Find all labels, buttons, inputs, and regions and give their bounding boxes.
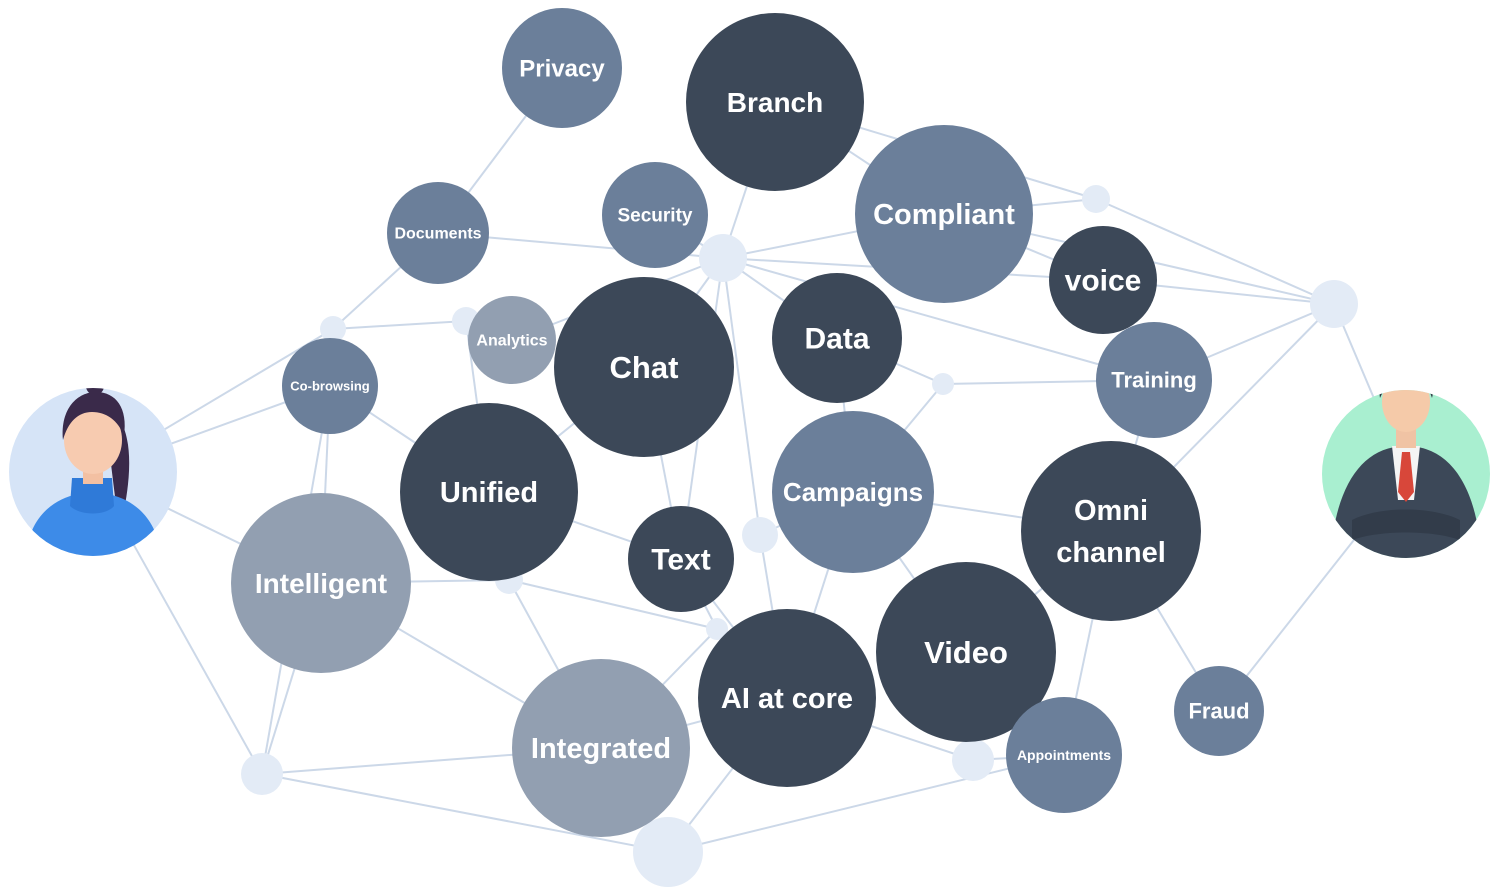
connector-node bbox=[706, 618, 728, 640]
bubble-circle bbox=[686, 13, 864, 191]
bubble-circle bbox=[1049, 226, 1157, 334]
bubble-circle bbox=[1021, 441, 1201, 621]
bubble-circle bbox=[772, 411, 934, 573]
connector-node bbox=[742, 517, 778, 553]
connection-line bbox=[332, 320, 467, 330]
bubble-label: Privacy bbox=[519, 55, 605, 82]
bubble-label: Documents bbox=[394, 226, 481, 243]
bubble-circle bbox=[1096, 322, 1212, 438]
connection-line bbox=[261, 773, 669, 853]
bubble-label: Fraud bbox=[1188, 699, 1249, 724]
bubble-circle bbox=[855, 125, 1033, 303]
connector-node bbox=[952, 739, 994, 781]
bubble-label: Unified bbox=[440, 477, 538, 509]
bubble-circle bbox=[502, 8, 622, 128]
bubble-circle bbox=[282, 338, 378, 434]
bubble-integrated: Integrated bbox=[512, 659, 690, 837]
bubble-intelligent: Intelligent bbox=[231, 493, 411, 673]
bubble-circle bbox=[876, 562, 1056, 742]
connector-node bbox=[1310, 280, 1358, 328]
bubble-privacy: Privacy bbox=[502, 8, 622, 128]
bubble-circle bbox=[1174, 666, 1264, 756]
bubble-label: Analytics bbox=[476, 333, 547, 350]
woman-avatar-icon bbox=[25, 388, 162, 556]
bubble-circle bbox=[628, 506, 734, 612]
connection-line bbox=[1095, 198, 1335, 305]
bubble-appointments: Appointments bbox=[1006, 697, 1122, 813]
bubble-label: Security bbox=[618, 206, 693, 227]
bubble-documents: Documents bbox=[387, 182, 489, 284]
bubble-circle bbox=[231, 493, 411, 673]
bubble-label: Video bbox=[924, 635, 1008, 670]
connector-node bbox=[241, 753, 283, 795]
bubble-circle bbox=[512, 659, 690, 837]
connection-line bbox=[722, 257, 1155, 381]
bubble-text: Text bbox=[628, 506, 734, 612]
bubble-circle bbox=[698, 609, 876, 787]
bubble-label: Text bbox=[651, 544, 710, 577]
bubble-label: Omni bbox=[1074, 495, 1148, 527]
bubble-label: AI at core bbox=[721, 683, 853, 715]
bubble-circle bbox=[468, 296, 556, 384]
bubble-label: Intelligent bbox=[255, 568, 387, 599]
customer-avatar bbox=[9, 388, 177, 556]
bubble-label: Appointments bbox=[1017, 747, 1111, 763]
connection-line bbox=[722, 257, 761, 536]
bubble-compliant: Compliant bbox=[855, 125, 1033, 303]
bubble-unified: Unified bbox=[400, 403, 578, 581]
connector-node bbox=[1082, 185, 1110, 213]
bubble-label: Chat bbox=[610, 350, 679, 385]
bubble-label: Branch bbox=[727, 87, 823, 118]
bubble-label: Integrated bbox=[531, 733, 671, 765]
agent-avatar bbox=[1322, 390, 1490, 558]
bubble-branch: Branch bbox=[686, 13, 864, 191]
bubble-circle bbox=[772, 273, 902, 403]
bubble-label: Data bbox=[804, 323, 869, 356]
bubble-omni-channel: Omni channel bbox=[1021, 441, 1201, 621]
bubble-circle bbox=[554, 277, 734, 457]
connector-node bbox=[320, 316, 346, 342]
bubble-label: channel bbox=[1056, 537, 1166, 569]
bubble-label: Training bbox=[1111, 368, 1197, 393]
bubble-analytics: Analytics bbox=[468, 296, 556, 384]
connector-node bbox=[932, 373, 954, 395]
connection-line bbox=[667, 754, 1065, 853]
connector-node bbox=[699, 234, 747, 282]
bubble-video: Video bbox=[876, 562, 1056, 742]
bubble-security: Security bbox=[602, 162, 708, 268]
businessman-avatar-icon bbox=[1330, 390, 1482, 558]
bubble-ai-at-core: AI at core bbox=[698, 609, 876, 787]
bubble-label: voice bbox=[1065, 265, 1142, 298]
bubble-circle bbox=[387, 182, 489, 284]
bubble-campaigns: Campaigns bbox=[772, 411, 934, 573]
bubble-label: Co-browsing bbox=[290, 379, 369, 394]
bubble-fraud: Fraud bbox=[1174, 666, 1264, 756]
bubble-label: Compliant bbox=[873, 199, 1015, 231]
connection-line bbox=[508, 579, 718, 630]
bubble-label: Campaigns bbox=[783, 477, 923, 507]
bubble-data: Data bbox=[772, 273, 902, 403]
connector-node bbox=[633, 817, 703, 887]
bubble-voice: voice bbox=[1049, 226, 1157, 334]
bubble-training: Training bbox=[1096, 322, 1212, 438]
bubble-co-browsing: Co-browsing bbox=[282, 338, 378, 434]
bubble-circle bbox=[400, 403, 578, 581]
bubble-circle bbox=[602, 162, 708, 268]
bubble-chat: Chat bbox=[554, 277, 734, 457]
bubble-circle bbox=[1006, 697, 1122, 813]
